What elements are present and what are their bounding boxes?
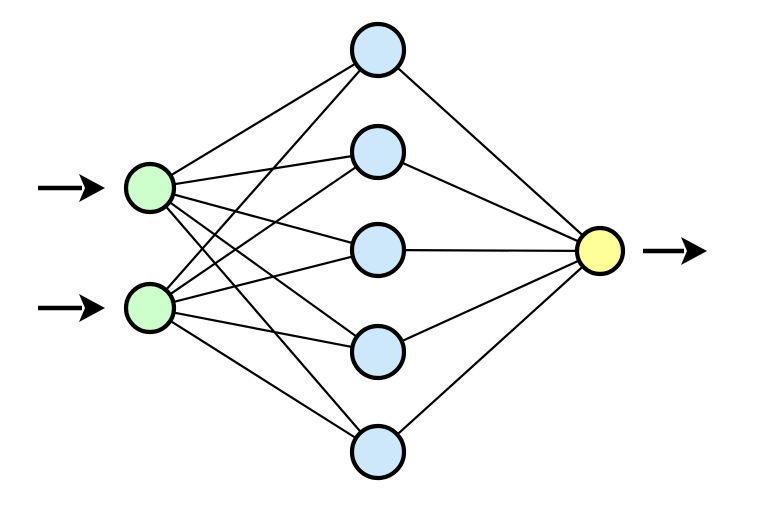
edge-h5-o1 [397, 266, 584, 435]
node-hidden-h4[interactable] [349, 323, 407, 381]
edge-i2-h2 [169, 166, 357, 295]
edges-group [165, 63, 584, 439]
node-input-i2[interactable] [123, 281, 177, 335]
edge-h3-o1 [404, 249, 577, 252]
edge-h2-o1 [401, 162, 579, 243]
input-arrow-head-in1 [79, 174, 105, 202]
node-hidden-h1[interactable] [349, 21, 407, 79]
edge-i2-h4 [173, 311, 353, 348]
node-hidden-h3[interactable] [349, 221, 407, 279]
node-input-i1[interactable] [123, 161, 177, 215]
edge-i1-h4 [169, 201, 357, 338]
edge-h1-o1 [397, 67, 584, 236]
edge-i1-h1 [170, 63, 356, 176]
edge-h4-o1 [401, 260, 579, 342]
edge-i2-h3 [173, 255, 353, 303]
node-hidden-h5[interactable] [349, 423, 407, 481]
edge-i2-h1 [165, 69, 361, 291]
io-arrows-group [38, 174, 707, 322]
node-hidden-h2[interactable] [349, 123, 407, 181]
edge-i2-h5 [170, 320, 356, 439]
edge-i1-h2 [173, 155, 353, 186]
edge-i1-h5 [165, 206, 362, 433]
edge-i1-h3 [173, 193, 353, 244]
input-arrow-head-in2 [79, 294, 105, 322]
nodes-group [123, 21, 626, 481]
node-output-o1[interactable] [574, 225, 626, 277]
output-arrow-head-out1 [681, 237, 707, 265]
